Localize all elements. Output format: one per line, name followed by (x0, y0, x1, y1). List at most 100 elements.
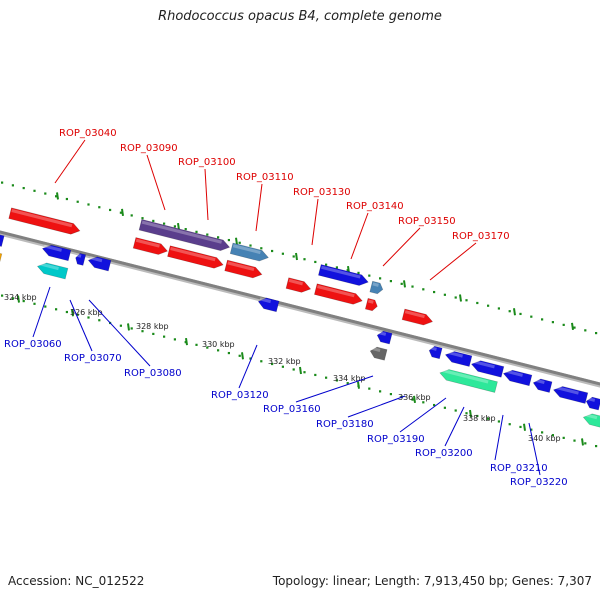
leader-line (238, 344, 258, 389)
scale-tick-label: 336 kbp (398, 393, 431, 402)
reverse-track-dot (271, 362, 274, 366)
reverse-major-tick (523, 423, 526, 431)
gene-ROP_03210-highlight (534, 378, 545, 385)
backbone-layer (0, 230, 600, 388)
gene-ROP_03080-highlight (89, 256, 103, 263)
forward-track-dot (206, 233, 209, 236)
forward-major-tick (459, 294, 462, 302)
gene-ROP_03130-body-shape (285, 277, 312, 293)
scale-tick-label: 324 kbp (4, 293, 37, 302)
forward-track-dot (411, 285, 414, 288)
gene-ROP_03110-body-highlight (227, 261, 255, 271)
reverse-gene-label: ROP_03070 (64, 353, 122, 364)
gene-ROP_03140-body (318, 264, 369, 286)
reverse-track-dot (454, 409, 457, 412)
gene-ROP_03140-body-shape (318, 264, 369, 286)
leader-line (311, 198, 319, 246)
reverse-major-tick (581, 438, 584, 446)
gene-reverse-extra (376, 330, 393, 345)
gene-ROP_03200-highlight (504, 369, 523, 377)
gene-ROP_03140-body-highlight (321, 265, 361, 279)
forward-track-dot (119, 211, 122, 214)
forward-track-dot (260, 247, 263, 250)
forward-track-dot (379, 277, 382, 280)
reverse-track-dot (249, 357, 252, 360)
reverse-track-dot (33, 302, 36, 305)
gene-ROP_03180 (428, 345, 443, 360)
gene-forward-extra-shape (132, 237, 168, 255)
reverse-track-dot (379, 390, 382, 393)
forward-track-dot (303, 258, 306, 261)
forward-gene-label: ROP_03150 (398, 216, 456, 227)
leader-line (146, 154, 166, 211)
reverse-track-dot (163, 335, 166, 338)
leader-line (32, 286, 51, 338)
reverse-track-dot (119, 324, 122, 327)
reverse-track-dot (368, 387, 371, 390)
scale-tick-label: 330 kbp (202, 340, 235, 349)
reverse-track-dot (541, 431, 544, 434)
reverse-track-dot (465, 412, 468, 415)
gene-ROP_03070-shape (75, 253, 87, 266)
forward-track-dot (11, 184, 14, 187)
scale-tick-label: 326 kbp (70, 308, 103, 317)
forward-track-dot (530, 315, 533, 318)
reverse-gene-label: ROP_03220 (510, 477, 568, 488)
forward-track-dot (465, 299, 468, 302)
gene-reverse-extra-highlight (446, 350, 463, 358)
reverse-track-dot (87, 316, 90, 319)
reverse-major-tick (241, 352, 244, 360)
accession-info: Accession: NC_012522 (8, 574, 144, 588)
forward-gene-label: ROP_03140 (346, 201, 404, 212)
gene-reverse-extra-shape (41, 244, 72, 262)
forward-gene-label: ROP_03090 (120, 143, 178, 154)
accession-value: NC_012522 (75, 574, 145, 588)
gene-ROP_03060 (36, 262, 69, 280)
scale-tick-label: 340 kbp (528, 434, 561, 443)
gene-reverse-extra-shape (553, 386, 589, 404)
reverse-track-dot (314, 373, 317, 377)
forward-track-dot (325, 263, 328, 266)
leader-line (69, 299, 93, 352)
gene-reverse-extra (585, 396, 600, 411)
reverse-track-dot (76, 313, 79, 316)
gene-ROP_03150-body (369, 280, 384, 295)
forward-track-dot (44, 192, 47, 195)
reverse-major-tick (413, 395, 416, 404)
gene-reverse-extra (553, 385, 589, 404)
forward-track-dot (33, 189, 36, 192)
reverse-major-tick (299, 366, 302, 375)
topology-value: linear (332, 574, 367, 588)
gene-ROP_03150-body-highlight (372, 282, 379, 287)
forward-track-dot (217, 236, 220, 239)
leader-line (204, 168, 209, 221)
forward-track-dot (335, 266, 338, 269)
gene-ROP_03100-body (229, 242, 269, 262)
forward-track-dot (98, 206, 101, 209)
reverse-track-dot (346, 382, 349, 385)
leader-line (88, 299, 151, 367)
reverse-track-dot (152, 332, 155, 336)
reverse-track-dot (260, 360, 263, 363)
gene-ROP_03060-highlight (38, 262, 59, 271)
gene-ROP_03040 (8, 207, 81, 235)
topology-label: Topology: (272, 574, 329, 588)
genome-summary: Topology: linear; Length: 7,913,450 bp; … (272, 574, 592, 588)
accession-label: Accession: (8, 574, 72, 588)
forward-track-dot (281, 252, 284, 255)
gene-reverse-extra (0, 252, 3, 262)
map-title: Rhodococcus opacus B4, complete genome (158, 9, 442, 24)
scale-tick-label: 328 kbp (136, 322, 169, 331)
forward-track-dot (249, 244, 252, 247)
forward-track-dot (584, 329, 587, 332)
reverse-major-tick (357, 381, 360, 389)
reverse-track-dot (55, 308, 58, 311)
forward-track-dot (357, 271, 360, 274)
forward-track-dot (454, 296, 457, 299)
forward-track-dot (163, 222, 166, 225)
gene-ROP_03160 (369, 346, 388, 361)
gene-ROP_03080 (87, 256, 112, 272)
gene-ROP_03180-shape (428, 345, 443, 360)
forward-track-dot (314, 260, 317, 264)
